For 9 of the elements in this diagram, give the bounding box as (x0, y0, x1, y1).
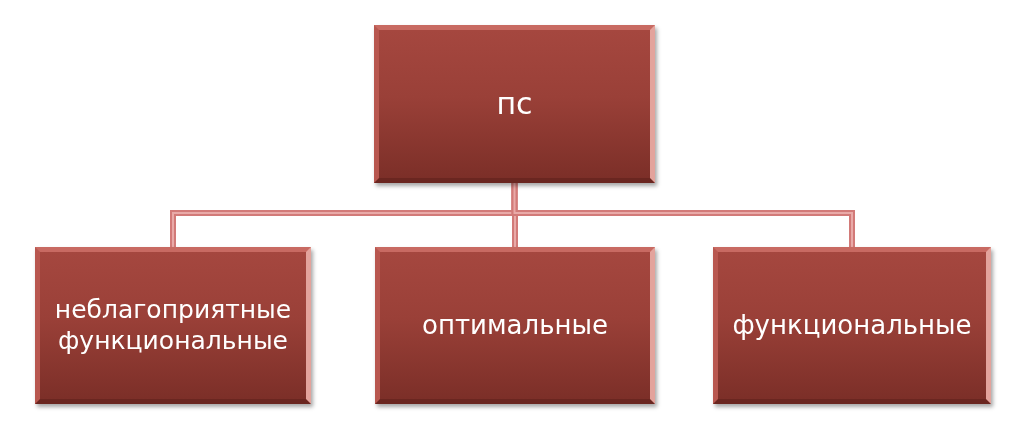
category-box (35, 247, 311, 404)
node-label: оптимальные (422, 309, 608, 342)
node-label: неблагоприятные функциональные (53, 295, 293, 356)
category-box (375, 247, 655, 404)
node-label: функциональные (732, 309, 972, 342)
node-label: пс (496, 85, 533, 123)
connector-line (511, 182, 855, 248)
category-box (374, 25, 655, 183)
category-box (713, 247, 991, 404)
